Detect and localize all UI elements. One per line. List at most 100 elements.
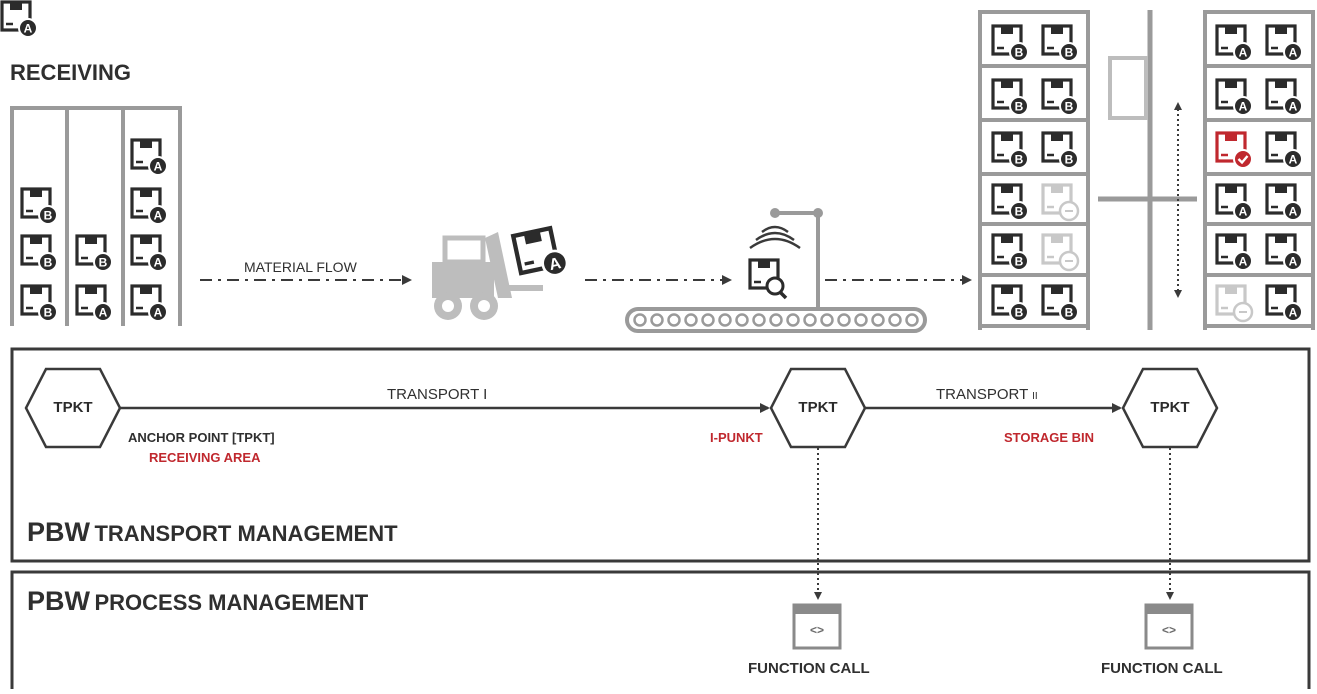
stacker-crane bbox=[1098, 10, 1197, 330]
forklift-icon bbox=[432, 232, 543, 320]
svg-text:A: A bbox=[1239, 255, 1248, 269]
svg-text:A: A bbox=[154, 256, 163, 270]
svg-text:B: B bbox=[1015, 153, 1024, 167]
storage-left-box-icon: B bbox=[1041, 24, 1079, 62]
transport-title-text: TRANSPORT MANAGEMENT bbox=[94, 521, 398, 546]
conveyor-roller bbox=[684, 313, 698, 327]
svg-text:B: B bbox=[1065, 100, 1074, 114]
function-call-2-label: FUNCTION CALL bbox=[1101, 660, 1223, 677]
scanned-box-icon bbox=[748, 258, 788, 300]
svg-text:A: A bbox=[154, 209, 163, 223]
tpkt-node-1-label: TPKT bbox=[53, 399, 93, 416]
receiving-box-icon: A bbox=[0, 0, 38, 38]
svg-text:A: A bbox=[1289, 205, 1298, 219]
receiving-box-icon: B bbox=[20, 234, 58, 272]
tpkt-node-2-hexagon bbox=[769, 367, 867, 449]
storage-left-box-icon: B bbox=[991, 183, 1029, 221]
process-management-title: PBW PROCESS MANAGEMENT bbox=[27, 586, 368, 617]
receiving-box-icon: A bbox=[130, 187, 168, 225]
conveyor-roller bbox=[650, 313, 664, 327]
storage-right-box-icon: A bbox=[1265, 131, 1303, 169]
storage-right-box-icon bbox=[1215, 131, 1253, 169]
svg-text:B: B bbox=[1015, 46, 1024, 60]
function-call-2-icon bbox=[1144, 603, 1194, 650]
function-call-1-code-glyph: <> bbox=[809, 623, 824, 637]
process-title-text: PROCESS MANAGEMENT bbox=[94, 590, 369, 615]
storage-right-box-icon: A bbox=[1215, 78, 1253, 116]
conveyor-roller bbox=[854, 313, 868, 327]
empty-slot-badge-icon bbox=[1058, 200, 1080, 222]
receiving-box-icon: A bbox=[130, 234, 168, 272]
storage-left-box-icon: B bbox=[1041, 131, 1079, 169]
svg-text:B: B bbox=[1015, 306, 1024, 320]
storage-right-box-icon: A bbox=[1265, 183, 1303, 221]
conveyor-roller bbox=[888, 313, 902, 327]
svg-text:A: A bbox=[1289, 46, 1298, 60]
check-badge-icon bbox=[1233, 149, 1253, 169]
conveyor-roller bbox=[820, 313, 834, 327]
function-call-1-label: FUNCTION CALL bbox=[748, 660, 870, 677]
receiving-rack bbox=[10, 106, 182, 326]
receiving-box-icon: A bbox=[130, 284, 168, 322]
svg-text:B: B bbox=[1015, 255, 1024, 269]
svg-text:A: A bbox=[1239, 100, 1248, 114]
material-flow-label: MATERIAL FLOW bbox=[244, 259, 357, 275]
scanner-arm-icon bbox=[749, 208, 823, 309]
empty-slot-badge-icon bbox=[1058, 250, 1080, 272]
svg-text:A: A bbox=[99, 306, 108, 320]
storage-right-box-icon: A bbox=[1215, 24, 1253, 62]
process-title-pbw: PBW bbox=[27, 586, 90, 616]
storage-right-box-icon: A bbox=[1265, 24, 1303, 62]
conveyor-roller bbox=[633, 313, 647, 327]
receiving-box-icon: B bbox=[75, 234, 113, 272]
transport-2-label: TRANSPORT II bbox=[936, 386, 1038, 403]
storage-left-box-icon bbox=[1041, 233, 1080, 272]
anchor-point-label: ANCHOR POINT [TPKT] bbox=[128, 430, 275, 445]
svg-text:B: B bbox=[44, 209, 53, 223]
tpkt-node-2-label: TPKT bbox=[798, 399, 838, 416]
tpkt-node-1-hexagon bbox=[24, 367, 122, 449]
storage-right-box-icon: A bbox=[1265, 233, 1303, 271]
storage-right-box-icon: A bbox=[1265, 78, 1303, 116]
storage-left-box-icon: B bbox=[1041, 284, 1079, 322]
receiving-box-icon: A bbox=[75, 284, 113, 322]
svg-text:B: B bbox=[1015, 205, 1024, 219]
tpkt-node-3-label: TPKT bbox=[1150, 399, 1190, 416]
svg-text:A: A bbox=[1289, 100, 1298, 114]
box-icon: A bbox=[510, 225, 569, 277]
process-management-panel bbox=[10, 570, 1311, 694]
svg-text:A: A bbox=[1239, 46, 1248, 60]
forklift-box-icon: A bbox=[510, 225, 569, 277]
transport-management-title: PBW TRANSPORT MANAGEMENT bbox=[27, 517, 398, 548]
conveyor-roller bbox=[786, 313, 800, 327]
svg-text:A: A bbox=[547, 254, 562, 274]
conveyor-roller bbox=[735, 313, 749, 327]
empty-slot-badge-icon bbox=[1232, 301, 1254, 323]
tpkt-node-3-hexagon bbox=[1121, 367, 1219, 449]
receiving-box-icon: A bbox=[130, 138, 168, 176]
storage-rack-right bbox=[1203, 10, 1315, 330]
storage-right-box-icon: A bbox=[1215, 233, 1253, 271]
conveyor-roller bbox=[769, 313, 783, 327]
svg-text:B: B bbox=[99, 256, 108, 270]
storage-left-box-icon: B bbox=[991, 24, 1029, 62]
storage-right-box-icon bbox=[1215, 284, 1254, 323]
storage-left-box-icon: B bbox=[1041, 78, 1079, 116]
svg-text:A: A bbox=[1289, 153, 1298, 167]
conveyor-icon bbox=[625, 307, 927, 333]
transport-title-pbw: PBW bbox=[27, 517, 90, 547]
magnifier-icon bbox=[765, 276, 788, 300]
conveyor-roller bbox=[752, 313, 766, 327]
function-call-1-icon bbox=[792, 603, 842, 650]
function-call-2-code-glyph: <> bbox=[1161, 623, 1176, 637]
conveyor-roller bbox=[718, 313, 732, 327]
storage-left-box-icon: B bbox=[991, 131, 1029, 169]
storage-left-box-icon: B bbox=[991, 233, 1029, 271]
svg-text:B: B bbox=[1015, 100, 1024, 114]
conveyor-roller bbox=[667, 313, 681, 327]
svg-text:A: A bbox=[1289, 306, 1298, 320]
storage-left-box-icon: B bbox=[991, 284, 1029, 322]
